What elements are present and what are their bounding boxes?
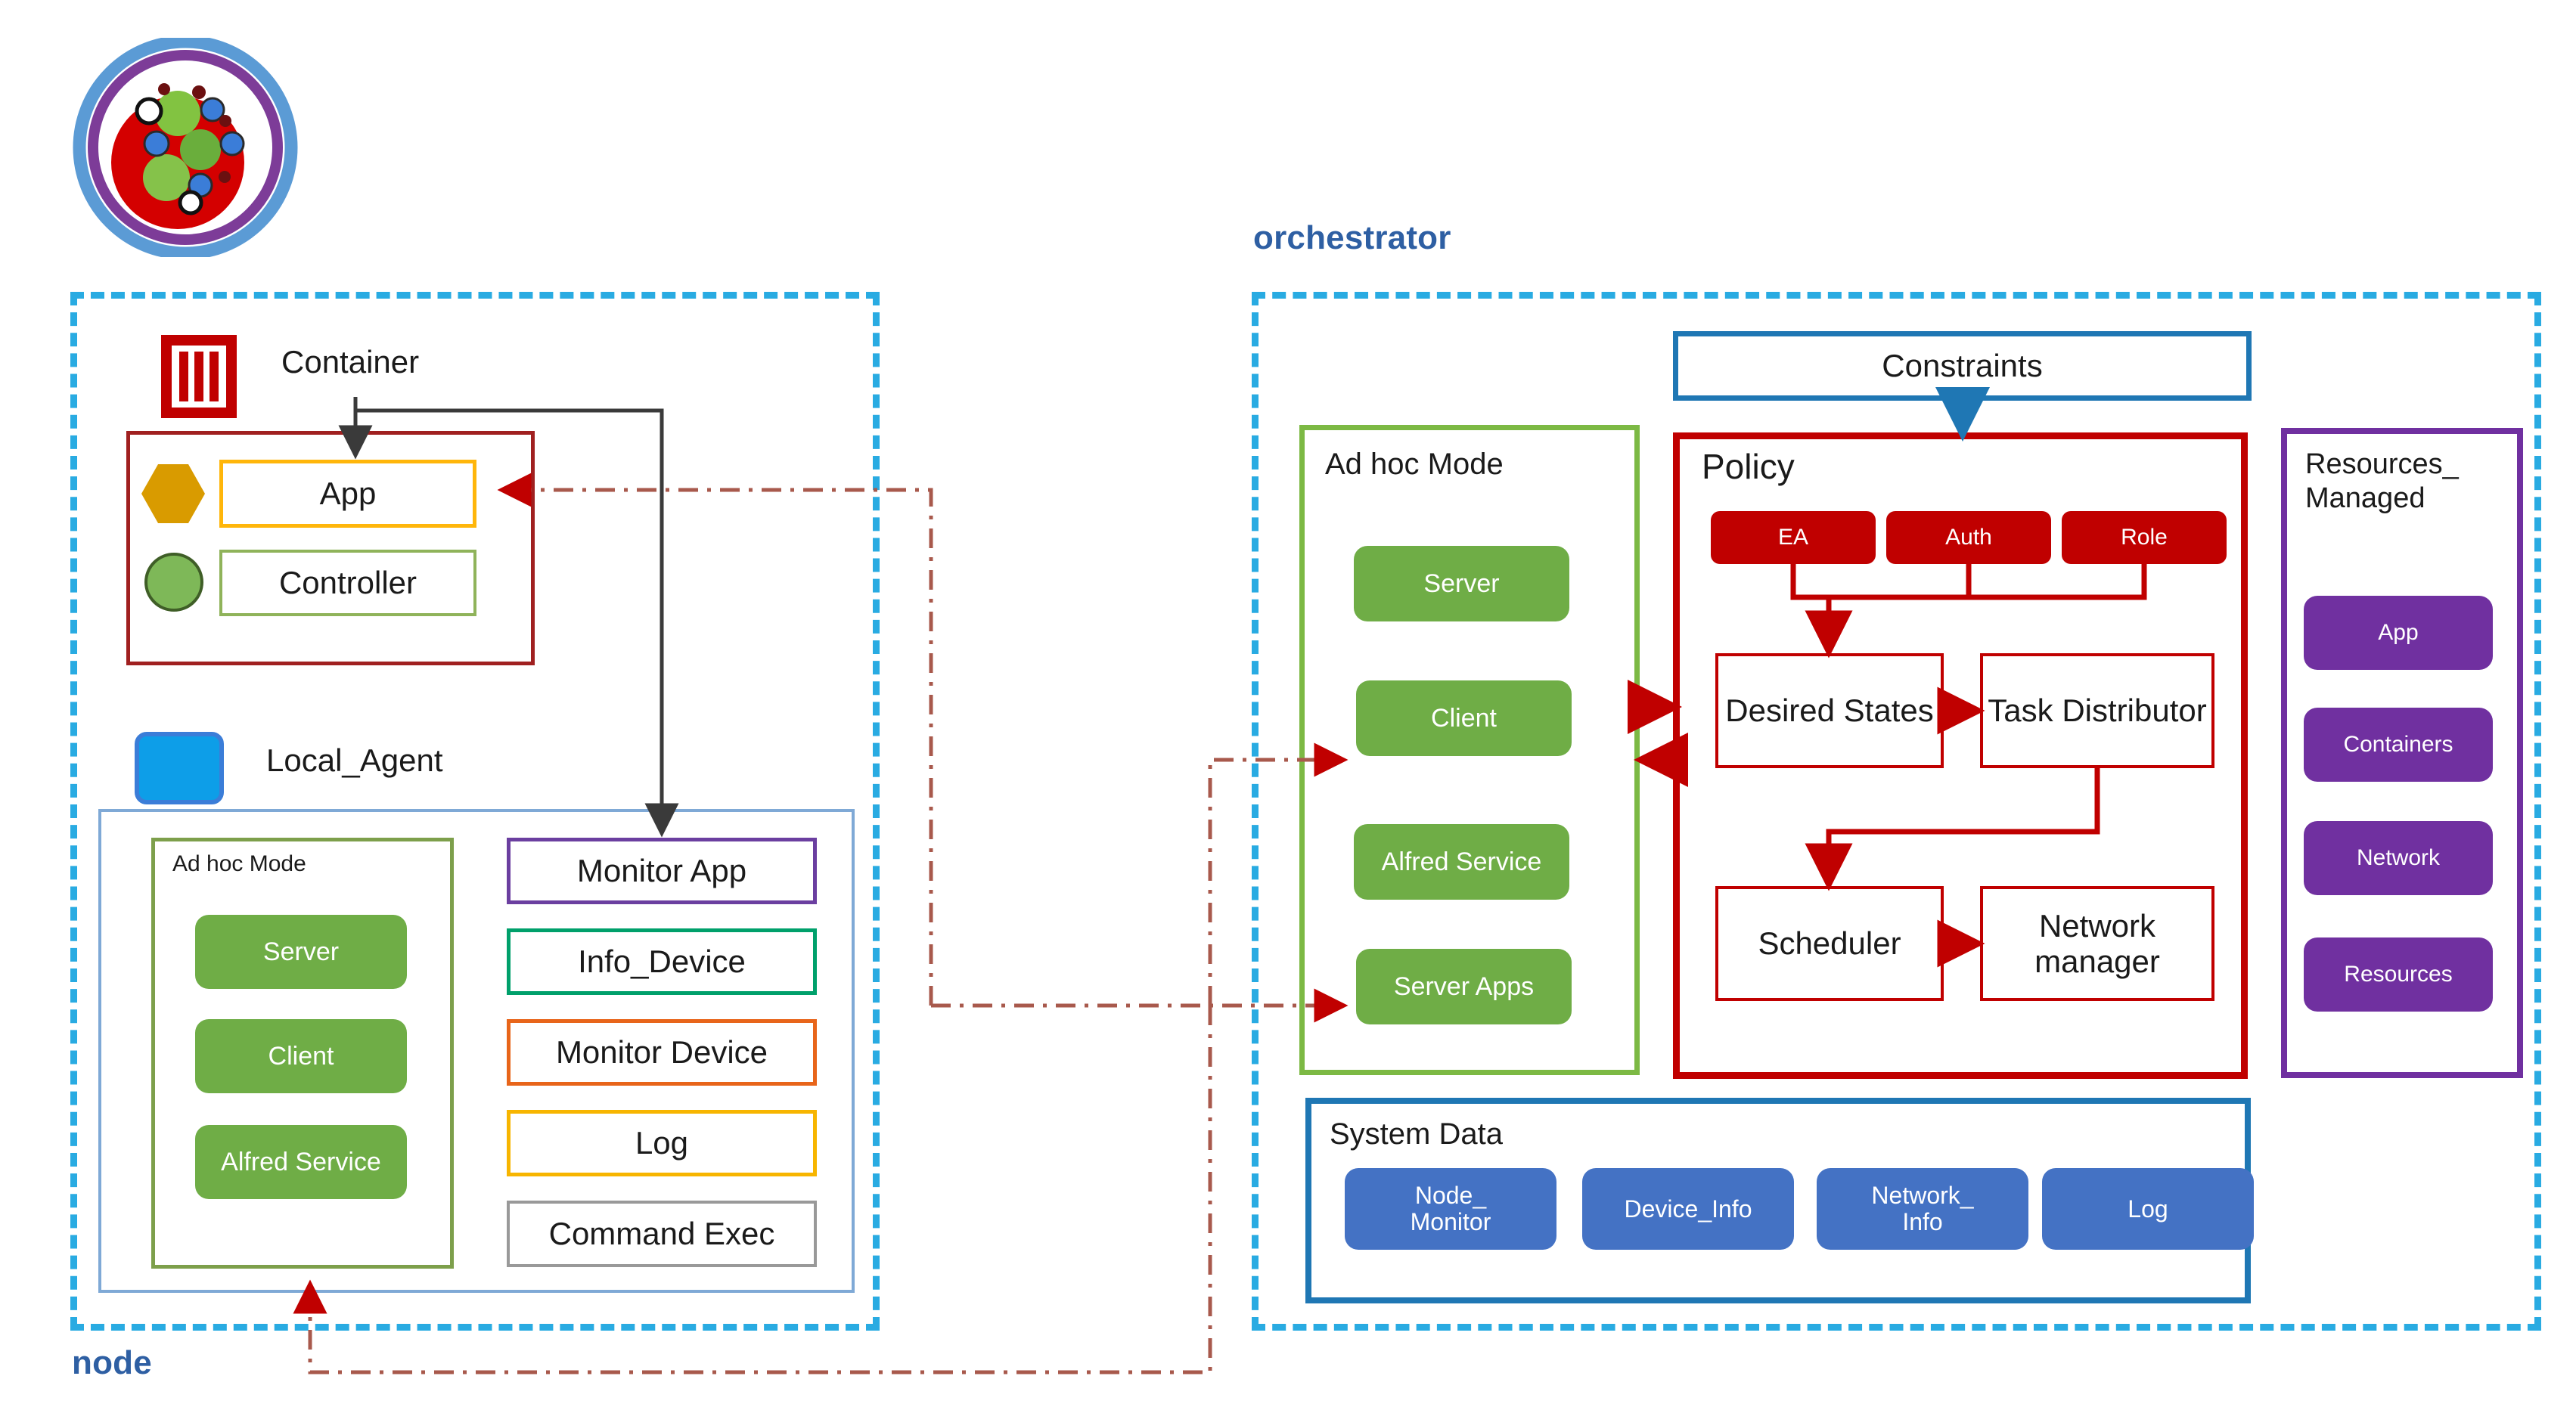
policy-title: Policy [1702, 447, 1795, 486]
policy-block-network-manager[interactable]: Network manager [1980, 886, 2214, 1001]
service-label: Command Exec [548, 1216, 775, 1251]
resource-item-label: Containers [2343, 731, 2453, 757]
service-monitor-app[interactable]: Monitor App [507, 838, 817, 904]
system-data-item-line2: Monitor [1410, 1208, 1491, 1235]
resource-item-resources[interactable]: Resources [2304, 937, 2493, 1012]
app-box[interactable]: App [219, 460, 476, 528]
policy-block-label: Task Distributor [1988, 693, 2207, 729]
service-command-exec[interactable]: Command Exec [507, 1201, 817, 1267]
controller-box[interactable]: Controller [219, 550, 476, 616]
container-icon [161, 335, 237, 418]
system-data-item-line1: Network_ [1871, 1182, 1974, 1210]
policy-block-label: Network manager [2034, 907, 2160, 979]
system-data-item-line1: Node_ [1414, 1182, 1487, 1210]
constraints-label: Constraints [1882, 348, 2043, 383]
policy-chip-label: EA [1777, 524, 1809, 550]
node-adhoc-title: Ad hoc Mode [172, 851, 306, 876]
orch-adhoc-item-server[interactable]: Server [1354, 546, 1569, 621]
resource-item-label: Network [2356, 845, 2441, 870]
project-logo [64, 35, 306, 260]
policy-chip-label: Auth [1945, 524, 1992, 550]
node-adhoc-item-alfred-service[interactable]: Alfred Service [195, 1125, 407, 1199]
system-data-item-log[interactable]: Log [2042, 1168, 2254, 1250]
policy-block-label: Scheduler [1758, 925, 1901, 962]
app-label: App [319, 476, 377, 511]
container-label: Container [281, 344, 420, 380]
service-log[interactable]: Log [507, 1110, 817, 1176]
system-data-item-network-info[interactable]: Network_ Info [1817, 1168, 2028, 1250]
node-group-label: node [72, 1344, 152, 1381]
orch-adhoc-title: Ad hoc Mode [1325, 448, 1504, 481]
rounded-square-icon [135, 732, 224, 804]
policy-block-task-distributor[interactable]: Task Distributor [1980, 653, 2214, 768]
node-adhoc-item-label: Client [268, 1041, 334, 1071]
service-label: Log [635, 1125, 689, 1161]
node-adhoc-item-client[interactable]: Client [195, 1019, 407, 1093]
circle-icon [144, 552, 204, 612]
node-adhoc-item-label: Server [262, 937, 340, 966]
local-agent-label: Local_Agent [266, 742, 443, 778]
system-data-item-device-info[interactable]: Device_Info [1582, 1168, 1794, 1250]
controller-label: Controller [278, 565, 417, 600]
orch-adhoc-item-client[interactable]: Client [1356, 680, 1572, 756]
system-data-item-line1: Log [2128, 1195, 2168, 1223]
resource-item-containers[interactable]: Containers [2304, 708, 2493, 782]
resources-managed-title-line1: Resources_ [2305, 448, 2459, 480]
service-label: Info_Device [578, 944, 746, 979]
service-info-device[interactable]: Info_Device [507, 928, 817, 995]
policy-block-label: Desired States [1725, 693, 1934, 729]
policy-block-scheduler[interactable]: Scheduler [1715, 886, 1944, 1001]
resource-item-network[interactable]: Network [2304, 821, 2493, 895]
hexagon-icon [140, 463, 206, 525]
service-label: Monitor App [576, 853, 747, 888]
orch-adhoc-item-label: Alfred Service [1381, 847, 1542, 876]
system-data-item-line1: Device_Info [1624, 1195, 1752, 1223]
resource-item-label: App [2378, 619, 2419, 645]
policy-chip-role[interactable]: Role [2062, 511, 2227, 564]
policy-chip-auth[interactable]: Auth [1886, 511, 2051, 564]
policy-chip-ea[interactable]: EA [1711, 511, 1876, 564]
resource-item-label: Resources [2344, 961, 2453, 987]
resources-managed-title-line2: Managed [2305, 482, 2425, 514]
orch-adhoc-item-label: Server [1423, 569, 1500, 598]
system-data-item-line2: Info [1902, 1208, 1943, 1235]
node-adhoc-item-label: Alfred Service [221, 1147, 381, 1176]
policy-chip-label: Role [2121, 524, 2168, 550]
node-adhoc-item-server[interactable]: Server [195, 915, 407, 989]
resources-managed-title: Resources_ Managed [2305, 448, 2459, 516]
orch-adhoc-item-alfred-service[interactable]: Alfred Service [1354, 824, 1569, 900]
policy-block-desired-states[interactable]: Desired States [1715, 653, 1944, 768]
resource-item-app[interactable]: App [2304, 596, 2493, 670]
system-data-item-node-monitor[interactable]: Node_ Monitor [1345, 1168, 1556, 1250]
orch-adhoc-item-server-apps[interactable]: Server Apps [1356, 949, 1572, 1024]
service-label: Monitor Device [555, 1034, 768, 1070]
orchestrator-group-label: orchestrator [1253, 219, 1451, 256]
system-data-title: System Data [1330, 1117, 1503, 1151]
orch-adhoc-item-label: Server Apps [1393, 972, 1535, 1001]
constraints-box[interactable]: Constraints [1673, 331, 2252, 401]
service-monitor-device[interactable]: Monitor Device [507, 1019, 817, 1086]
orch-adhoc-item-label: Client [1431, 703, 1497, 733]
